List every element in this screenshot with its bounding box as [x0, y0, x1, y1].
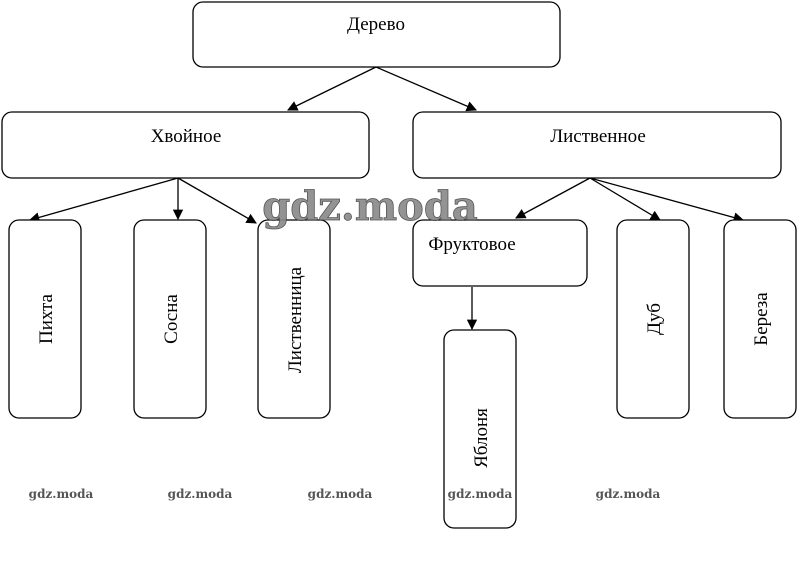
watermark-small: gdz.moda — [596, 487, 661, 501]
node-yablonya: Яблоня — [443, 329, 517, 529]
node-pikhta-label: Пихта — [36, 293, 57, 343]
node-root: Дерево — [192, 1, 561, 68]
node-dub: Дуб — [616, 219, 690, 419]
watermark-small: gdz.moda — [308, 487, 373, 501]
node-root-label: Дерево — [347, 14, 405, 35]
node-bereza: Береза — [723, 219, 797, 419]
node-fruit: Фруктовое — [412, 219, 588, 287]
node-sosna: Сосна — [133, 219, 207, 419]
node-conifer-label: Хвойное — [151, 126, 222, 147]
node-fruit-label: Фруктовое — [428, 234, 515, 255]
edges — [28, 66, 745, 331]
watermark-big: gdz.moda — [262, 183, 477, 230]
node-pikhta: Пихта — [8, 219, 82, 419]
node-conifer: Хвойное — [1, 111, 370, 179]
edge-root-deciduous — [375, 66, 477, 112]
watermark-small: gdz.moda — [448, 487, 513, 501]
watermark-small: gdz.moda — [168, 487, 233, 501]
edge-root-conifer — [287, 66, 377, 111]
node-yablonya-label: Яблоня — [471, 408, 492, 468]
node-listvennitsa-label: Лиственница — [285, 266, 306, 373]
node-deciduous-label: Лиственное — [550, 126, 646, 147]
edge-conifer-pikhta — [28, 177, 179, 223]
node-dub-label: Дуб — [644, 303, 665, 335]
watermark-small: gdz.moda — [29, 487, 94, 501]
node-bereza-label: Береза — [751, 292, 772, 346]
edge-deciduous-dub — [589, 177, 661, 221]
node-listvennitsa: Лиственница — [257, 219, 331, 419]
edge-deciduous-fruit — [515, 177, 591, 219]
edge-conifer-listvennitsa — [177, 177, 257, 224]
node-sosna-label: Сосна — [161, 294, 182, 344]
node-deciduous: Лиственное — [412, 111, 782, 179]
edge-deciduous-bereza — [589, 177, 745, 223]
